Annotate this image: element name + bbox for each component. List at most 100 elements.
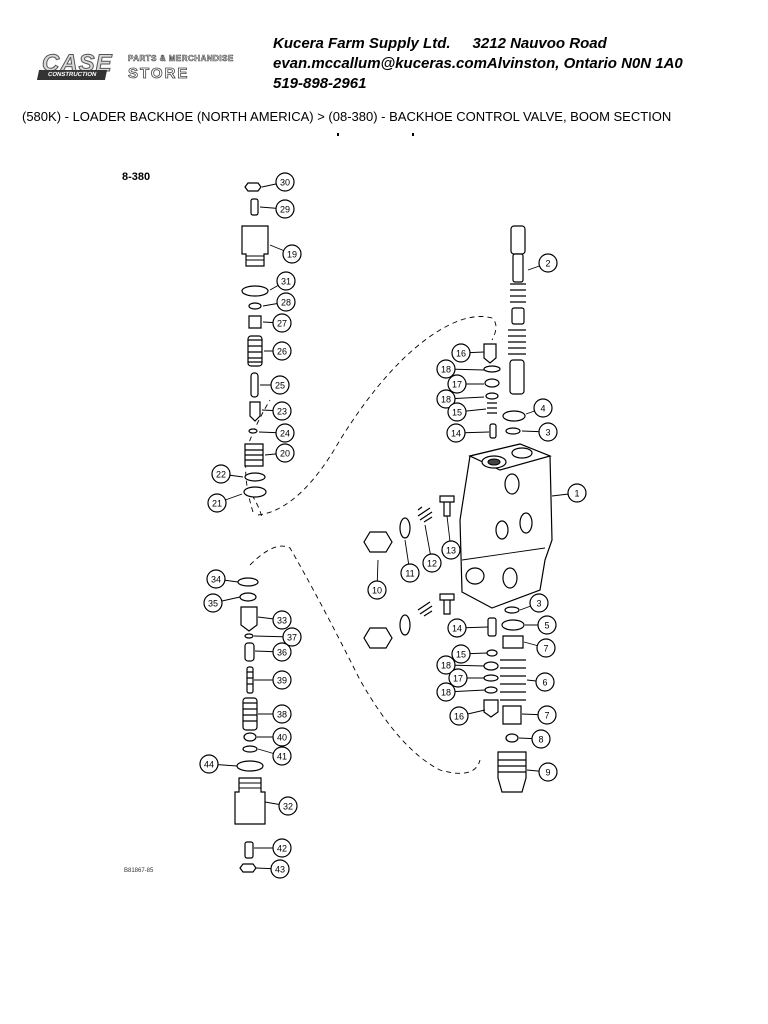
- callout-bubble: [422, 553, 442, 573]
- divider-mark: [337, 133, 339, 136]
- callout-bubble: [272, 704, 292, 724]
- divider-mark: [412, 133, 414, 136]
- callout-number: 9: [545, 768, 550, 778]
- callout-bubble: [400, 563, 420, 583]
- callout-bubble: [446, 423, 466, 443]
- callout-bubble: [211, 464, 231, 484]
- callout-number: 43: [275, 865, 285, 875]
- callout-number: 13: [446, 546, 456, 556]
- callout-bubble: [447, 402, 467, 422]
- callout-bubble: [436, 655, 456, 675]
- store-logo-line1: PARTS & MERCHANDISE: [128, 54, 234, 64]
- callout-bubble: [436, 359, 456, 379]
- callout-bubble: [367, 580, 387, 600]
- callout-number: 34: [211, 575, 221, 585]
- callout-number: 11: [405, 569, 414, 579]
- street-address: 3212 Nauvoo Road: [472, 35, 607, 52]
- valve-body: [459, 443, 553, 609]
- callout-number: 3: [536, 599, 541, 609]
- callout-bubble: [275, 172, 295, 192]
- mid-parts: [363, 495, 455, 649]
- callout-bubble: [272, 341, 292, 361]
- callout-bubble: [567, 483, 587, 503]
- callout-bubble: [272, 313, 292, 333]
- callout-number: 36: [277, 648, 287, 658]
- callout-bubble: [436, 682, 456, 702]
- callout-number: 16: [454, 712, 464, 722]
- callout-bubble: [533, 398, 553, 418]
- callout-bubble: [207, 493, 227, 513]
- callout-bubble: [537, 615, 557, 635]
- callout-number: 19: [287, 250, 297, 260]
- callout-bubble: [282, 244, 302, 264]
- callout-number: 21: [212, 499, 222, 509]
- callout-number: 15: [456, 650, 466, 660]
- callout-number: 33: [277, 616, 287, 626]
- lower-relief-valve-parts: [234, 577, 266, 873]
- callout-number: 17: [452, 380, 462, 390]
- store-logo-line2: STORE: [128, 65, 190, 83]
- callout-number: 7: [544, 711, 549, 721]
- callout-bubble: [203, 593, 223, 613]
- callout-number: 6: [542, 678, 547, 688]
- callout-number: 18: [441, 365, 451, 375]
- callout-bubble: [278, 796, 298, 816]
- callout-bubble: [538, 253, 558, 273]
- callout-bubble: [272, 401, 292, 421]
- callout-number: 30: [280, 178, 290, 188]
- callout-number: 14: [451, 429, 461, 439]
- callout-bubble: [537, 705, 557, 725]
- spool-parts: [483, 225, 526, 439]
- callout-number: 27: [277, 319, 287, 329]
- callout-bubble: [199, 754, 219, 774]
- callout-bubble: [449, 706, 469, 726]
- callout-number: 18: [441, 661, 451, 671]
- city-address: Alvinston, Ontario N0N 1A0: [486, 55, 683, 72]
- figure-label: 8-380: [122, 171, 151, 183]
- breadcrumb[interactable]: (580K) - LOADER BACKHOE (NORTH AMERICA) …: [22, 109, 672, 124]
- callout-number: 40: [277, 733, 287, 743]
- callout-number: 17: [453, 674, 463, 684]
- callout-bubble: [441, 540, 461, 560]
- callout-bubble: [447, 374, 467, 394]
- callout-bubble: [272, 746, 292, 766]
- callout-number: 4: [540, 404, 545, 414]
- callout-number: 39: [277, 676, 287, 686]
- callout-bubble: [270, 859, 290, 879]
- callout-bubble: [529, 593, 549, 613]
- callout-number: 25: [275, 381, 285, 391]
- callout-number: 24: [280, 429, 290, 439]
- parts-store-logo: PARTS & MERCHANDISE STORE: [128, 54, 258, 83]
- callout-bubble: [275, 443, 295, 463]
- callout-number: 7: [543, 644, 548, 654]
- callout-bubble: [451, 343, 471, 363]
- email-address[interactable]: evan.mccallum@kuceras.com: [273, 55, 487, 72]
- callout-number: 2: [545, 259, 550, 269]
- callout-bubble: [535, 672, 555, 692]
- callout-bubble: [536, 638, 556, 658]
- callout-bubble: [531, 729, 551, 749]
- callout-number: 41: [277, 752, 287, 762]
- callout-bubble: [538, 762, 558, 782]
- callout-number: 35: [208, 599, 218, 609]
- callout-bubble: [276, 292, 296, 312]
- callout-number: 32: [283, 802, 293, 812]
- case-logo: CASE CONSTRUCTION: [36, 51, 114, 80]
- callout-bubble: [451, 644, 471, 664]
- callout-number: 20: [280, 449, 290, 459]
- callout-number: 15: [452, 408, 462, 418]
- dealer-contact-block: Kucera Farm Supply Ltd.3212 Nauvoo Road …: [273, 34, 683, 94]
- callout-number: 16: [456, 349, 466, 359]
- callout-bubble: [275, 199, 295, 219]
- callout-number: 18: [441, 688, 451, 698]
- callout-bubble: [447, 618, 467, 638]
- callout-bubble: [276, 271, 296, 291]
- phone-number: 519-898-2961: [273, 75, 367, 92]
- assembly-guide-line: [251, 494, 263, 521]
- callout-number: 23: [277, 407, 287, 417]
- callout-bubble: [538, 422, 558, 442]
- callout-number: 5: [544, 621, 549, 631]
- callout-bubble: [436, 389, 456, 409]
- callout-number: 18: [441, 395, 451, 405]
